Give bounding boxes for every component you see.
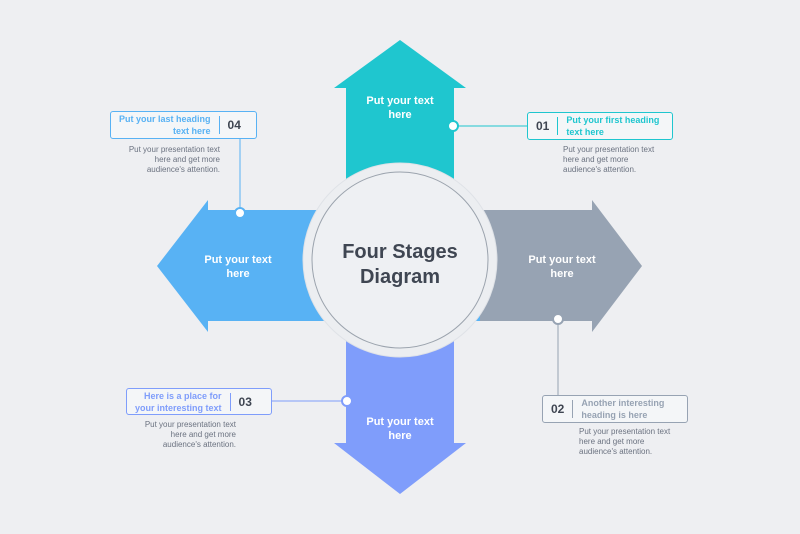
stage-03-description: Put your presentation text here and get … — [118, 420, 236, 450]
stage-01-number: 01 — [536, 119, 550, 133]
right-arrow-label: Put your text here — [518, 253, 606, 281]
stage-02-separator — [572, 400, 574, 418]
diagram-title-line2: Diagram — [359, 266, 441, 288]
stage-01-desc-line2: here and get more — [563, 155, 629, 164]
connector-01 — [447, 120, 527, 132]
stage-01-desc-line3: audience's attention. — [563, 165, 637, 174]
diagram-title: Four Stages Diagram — [315, 240, 485, 290]
stage-04-heading-line1: Put your last heading — [119, 114, 211, 124]
stage-04-number: 04 — [227, 118, 241, 132]
stage-02-number: 02 — [551, 402, 565, 416]
stage-03-heading-line2: your interesting text — [135, 402, 222, 413]
stage-02-desc-line1: Put your presentation text — [579, 427, 671, 436]
right-arrow-label-line2: here — [550, 268, 574, 280]
stage-04-heading-box: Put your last heading text here 04 — [110, 111, 257, 139]
top-arrow-label-line2: here — [388, 109, 412, 121]
stage-03-heading-box: Here is a place for your interesting tex… — [126, 388, 272, 415]
bottom-arrow-label-line2: here — [388, 430, 412, 442]
stage-03-desc-line1: Put your presentation text — [144, 420, 236, 429]
stage-01-heading: Put your first heading text here — [558, 114, 667, 138]
stage-03-heading-line1: Here is a place for — [143, 390, 222, 401]
stage-02-heading-line1: Another interesting — [581, 398, 665, 408]
stage-01-description: Put your presentation text here and get … — [563, 145, 654, 175]
left-arrow-label-line2: here — [226, 268, 250, 280]
stage-02-description: Put your presentation text here and get … — [579, 427, 670, 457]
stage-04-description: Put your presentation text here and get … — [102, 145, 220, 175]
top-arrow-label: Put your text here — [356, 94, 444, 122]
stage-01-heading-box: 01 Put your first heading text here — [527, 112, 673, 140]
bottom-arrow-label: Put your text here — [356, 415, 444, 443]
stage-01-heading-line2: text here — [566, 127, 604, 137]
stage-02-heading-line2: heading is here — [581, 410, 648, 420]
stage-03-number: 03 — [238, 394, 252, 409]
stage-04-heading-line2: text here — [172, 126, 211, 136]
top-arrow-label-line1: Put your text — [366, 95, 434, 107]
diagram-title-line1: Four Stages — [342, 241, 458, 263]
stage-01-heading-line1: Put your first heading — [566, 115, 660, 125]
right-arrow-label-line1: Put your text — [528, 254, 596, 266]
stage-02-desc-line2: here and get more — [579, 437, 645, 446]
stage-03-desc-line2: here and get more — [170, 430, 236, 439]
stage-04-heading: Put your last heading text here — [111, 113, 219, 137]
connector-03 — [272, 395, 353, 407]
stage-02-heading-box: 02 Another interesting heading is here — [542, 395, 688, 423]
stage-03-heading: Here is a place for your interesting tex… — [127, 390, 230, 414]
stage-01-desc-line1: Put your presentation text — [563, 145, 655, 154]
stage-02-desc-line3: audience's attention. — [579, 447, 653, 456]
stage-03-separator — [229, 392, 231, 411]
bottom-arrow-label-line1: Put your text — [366, 416, 434, 428]
stage-04-desc-line1: Put your presentation text — [128, 145, 220, 154]
left-arrow-label: Put your text here — [194, 253, 282, 281]
stage-04-separator — [218, 116, 220, 134]
connector-04 — [234, 138, 246, 219]
stage-04-desc-line3: audience's attention. — [146, 165, 220, 174]
center-circle-inner — [311, 171, 489, 349]
stage-03-desc-line3: audience's attention. — [162, 440, 236, 449]
stage-01-separator — [557, 117, 559, 135]
stage-04-desc-line2: here and get more — [154, 155, 220, 164]
left-arrow-label-line1: Put your text — [204, 254, 272, 266]
stage-02-heading: Another interesting heading is here — [573, 397, 672, 421]
